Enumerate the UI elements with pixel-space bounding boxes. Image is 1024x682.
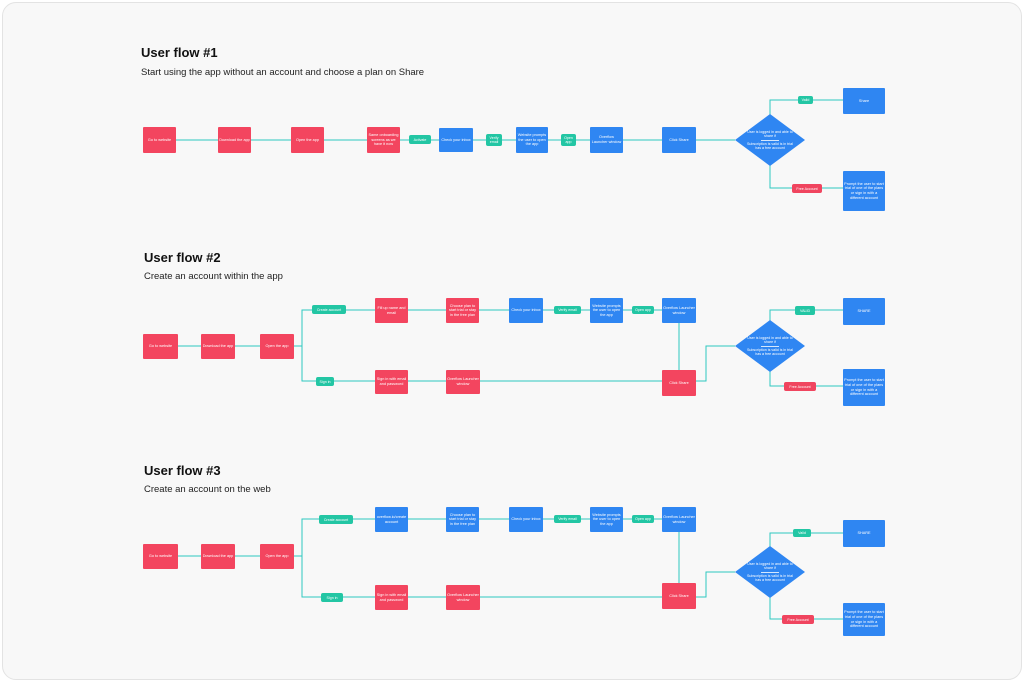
flow3-open-app: Open the app [260, 544, 294, 569]
flow1-title: User flow #1 [141, 45, 218, 60]
flow2-launcher-top: Overflow Launcher window [662, 298, 696, 323]
flow3-decision-line3: has a free account [755, 577, 785, 582]
flow1-click-share: Click Share [662, 127, 696, 153]
flow3-subtitle: Create an account on the web [144, 484, 271, 495]
flow3-valid-tag: Valid [793, 529, 811, 537]
flow3-decision-separator [761, 571, 779, 573]
flow1-open-app: Open the app [291, 127, 324, 153]
flow1-subtitle: Start using the app without an account a… [141, 67, 425, 78]
flow3-prompt-user: Prompt the user to start trial of one of… [843, 603, 885, 636]
flow2-download-app: Download the app [201, 334, 235, 359]
flow3-create-account-tag: Create account [319, 515, 353, 524]
flow2-click-share: Click Share [662, 370, 696, 396]
flow3-decision-line2: Subscription is valid is in trial [747, 573, 793, 578]
flow2-sign-in-tag: Sign in [316, 377, 334, 386]
flow3-check-inbox: Check your inbox [509, 507, 543, 532]
flow1-same-onboarding: Same onboarding screens as we have it no… [367, 127, 400, 153]
flow2-website-prompt: Website prompts the user to open the app [590, 298, 623, 323]
flow2-check-inbox: Check your inbox [509, 298, 543, 323]
flow1-check-inbox: Check your inbox [439, 128, 473, 152]
flow2-sign-in-box: Sign in with email and password [375, 370, 408, 394]
flow1-decision-separator [761, 139, 779, 141]
flow1-activate-tag: Activate [409, 135, 431, 144]
flow3-open-app-tag: Open app [632, 515, 654, 523]
flow3-website-prompt: Website prompts the user to open the app [590, 507, 623, 532]
flow1-go-to-website: Go to website [143, 127, 176, 153]
flow2-valid-tag: VALID [795, 306, 815, 315]
flow3-choose-plan: Choose plan to start trial or stay in th… [446, 507, 479, 532]
flow2-title: User flow #2 [144, 250, 221, 265]
flow2-create-account-tag: Create account [312, 305, 346, 314]
flow1-open-app-tag: Open app [561, 134, 576, 146]
flow2-decision-line3: has a free account [755, 351, 785, 356]
flow2-fill-name-email: Fill up name and email [375, 298, 408, 323]
flow2-free-account-tag: Free Account [784, 382, 816, 391]
flow1-launcher-window: Overflow Launcher window [590, 127, 623, 153]
flow1-free-account-tag: Free Account [792, 184, 822, 193]
flow1-decision-line2: Subscription is valid is in trial [747, 141, 793, 146]
flow3-launcher-window: Overflow Launcher window [446, 585, 480, 610]
flow3-verify-tag: Verify email [554, 515, 581, 523]
flow3-go-to-website: Go to website [143, 544, 178, 569]
connector-lines [176, 99, 843, 620]
flow2-decision-line1: User is logged in and able to share if [747, 336, 793, 345]
flow2-decision-line2: Subscription is valid is in trial [747, 347, 793, 352]
flow3-click-share: Click Share [662, 583, 696, 609]
flow2-share: SHARE [843, 298, 885, 325]
flow2-go-to-website: Go to website [143, 334, 178, 359]
flow1-prompt-user: Prompt the user to start trial of one of… [843, 171, 885, 211]
flow2-open-app: Open the app [260, 334, 294, 359]
flow1-decision-line1: User is logged in and able to share if [747, 130, 793, 139]
flow1-decision-text: User is logged in and able to share if S… [745, 125, 795, 155]
flow2-choose-plan: Choose plan to start trial or stay in th… [446, 298, 479, 323]
flow3-overflow-web: overflow.io/create account [375, 507, 408, 532]
flow1-decision-line3: has a free account [755, 145, 785, 150]
flow2-verify-tag: Verify email [554, 306, 581, 314]
flow3-share: SHARE [843, 520, 885, 547]
flow2-launcher-window: Overflow Launcher window [446, 370, 480, 394]
flow1-verify-tag: Verify email [486, 134, 502, 146]
flow1-download-app: Download the app [218, 127, 251, 153]
flow2-subtitle: Create an account within the app [144, 271, 283, 282]
flow3-sign-in-tag: Sign in [321, 593, 343, 602]
flow2-prompt-user: Prompt the user to start trial of one of… [843, 369, 885, 406]
flow3-decision-line1: User is logged in and able to share if [747, 562, 793, 571]
flow2-decision-separator [761, 345, 779, 347]
flow1-share: Share [843, 88, 885, 114]
flow3-title: User flow #3 [144, 463, 221, 478]
flow2-decision-text: User is logged in and able to share if S… [745, 331, 795, 361]
flow3-download-app: Download the app [201, 544, 235, 569]
flow1-website-prompt: Website prompts the user to open the app [516, 127, 548, 153]
flow3-decision-text: User is logged in and able to share if S… [745, 557, 795, 587]
flow3-free-account-tag: Free Account [782, 615, 814, 624]
flow3-launcher-top: Overflow Launcher window [662, 507, 696, 532]
flow3-sign-in-box: Sign in with email and password [375, 585, 408, 610]
flow1-valid-tag: Valid [798, 96, 813, 104]
flow2-open-app-tag: Open app [632, 306, 654, 314]
